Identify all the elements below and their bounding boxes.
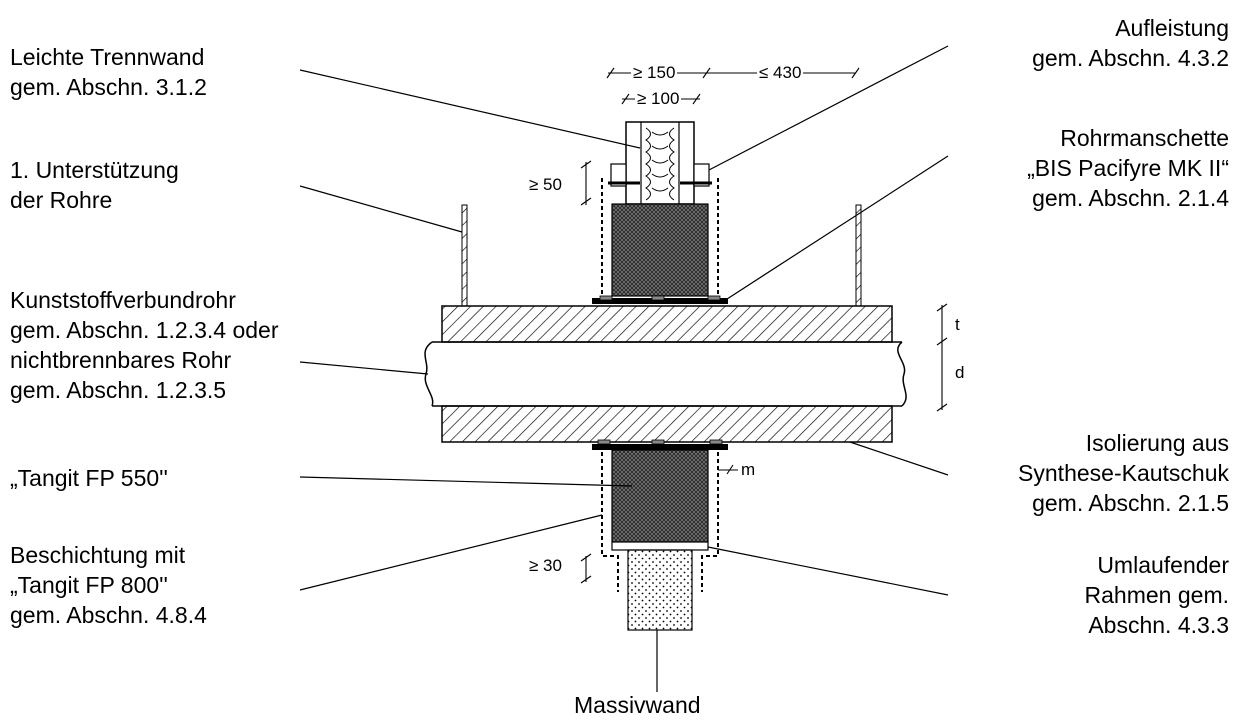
insulation-top xyxy=(441,305,893,343)
dim-30: ≥ 30 xyxy=(529,556,562,575)
lower-sealant-block xyxy=(611,449,709,543)
upper-sealant-block xyxy=(611,203,709,297)
insulation-bottom xyxy=(441,405,893,443)
label-pipe-collar: Rohrmanschette„BIS Pacifyre MK II“gem. A… xyxy=(1027,125,1229,211)
frame-strip xyxy=(611,541,709,551)
pipe-collar-upper xyxy=(592,295,728,304)
leader-lines xyxy=(299,45,949,692)
dim-m: m xyxy=(741,460,756,479)
dim-430: ≤ 430 xyxy=(757,63,804,82)
solid-wall xyxy=(627,549,693,631)
aufleistung-left xyxy=(610,163,627,187)
label-tangit-550: „Tangit FP 550'' xyxy=(10,465,168,491)
upper-coating-dashed xyxy=(601,178,719,298)
dim-50: ≥ 50 xyxy=(529,175,562,194)
dim-150: ≥ 150 xyxy=(631,63,678,82)
dim-100: ≥ 100 xyxy=(635,89,682,108)
pipe-break-right xyxy=(897,341,907,407)
support-rod-left xyxy=(461,204,468,307)
light-partition-wall xyxy=(608,121,712,205)
label-solid-wall: Massivwand xyxy=(574,692,701,718)
lower-coating-dashed xyxy=(601,452,719,592)
pipe-collar-lower xyxy=(592,439,728,450)
dim-d: d xyxy=(955,363,965,382)
insulation-wavy-fill xyxy=(645,127,675,201)
dim-t: t xyxy=(955,315,960,334)
support-rod-right xyxy=(855,204,862,307)
pipe-body xyxy=(432,341,902,407)
label-coating: Beschichtung mit„Tangit FP 800''gem. Abs… xyxy=(10,542,207,628)
aufleistung-right xyxy=(693,163,710,187)
